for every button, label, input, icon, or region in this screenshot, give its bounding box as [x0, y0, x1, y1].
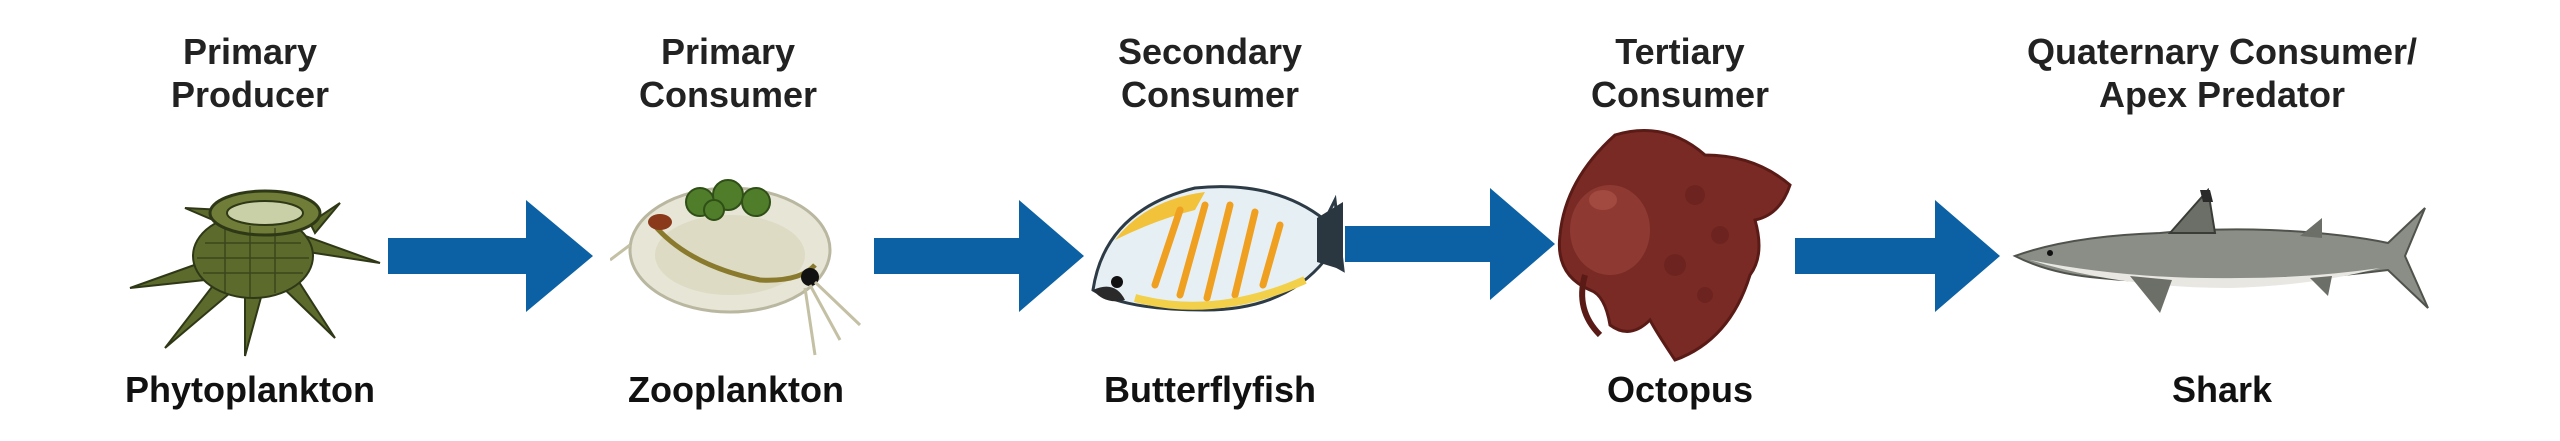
title-primary-consumer: Primary Consumer [518, 30, 938, 116]
arrow-3 [1345, 188, 1555, 300]
label-octopus: Octopus [1606, 369, 1753, 410]
zooplankton-icon [610, 179, 862, 356]
title-tertiary-consumer: Tertiary Consumer [1470, 30, 1890, 116]
title-line-2: Consumer [1590, 74, 1770, 115]
octopus-icon [1557, 129, 1792, 362]
shark-icon [2012, 188, 2429, 313]
title-line-2: Producer [170, 74, 330, 115]
label-phytoplankton: Phytoplankton [125, 369, 375, 410]
title-line-1: Quaternary Consumer/ [2026, 31, 2418, 72]
label-zooplankton: Zooplankton [628, 369, 844, 410]
title-line-2: Consumer [1120, 74, 1300, 115]
title-line-2: Apex Predator [2098, 74, 2346, 115]
title-line-1: Secondary [1117, 31, 1303, 72]
label-butterflyfish: Butterflyfish [1103, 369, 1316, 410]
arrow-2 [874, 200, 1084, 312]
arrow-1 [388, 200, 593, 312]
title-line-1: Primary [182, 31, 318, 72]
title-line-1: Primary [660, 31, 796, 72]
title-line-1: Tertiary [1615, 31, 1745, 72]
title-secondary-consumer: Secondary Consumer [1000, 30, 1420, 116]
title-apex-predator: Quaternary Consumer/ Apex Predator [2012, 30, 2432, 116]
title-line-2: Consumer [638, 74, 818, 115]
butterflyfish-icon [1091, 185, 1345, 312]
title-primary-producer: Primary Producer [40, 30, 460, 116]
arrow-4 [1795, 200, 2000, 312]
phytoplankton-icon [129, 189, 381, 357]
label-shark: Shark [2171, 369, 2273, 410]
